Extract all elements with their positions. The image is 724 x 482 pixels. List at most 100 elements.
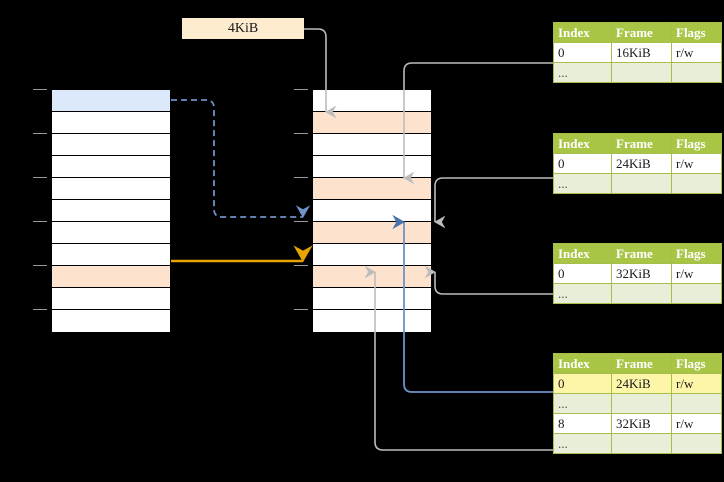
column-header-frame: Frame — [611, 243, 672, 264]
pmem-cell-row-8[interactable] — [313, 266, 431, 288]
vaddr-cell-tick-6 — [33, 221, 47, 222]
pmem-cell-row-10[interactable] — [313, 310, 431, 332]
cell-flags: r/w — [671, 373, 722, 394]
cell-flags — [671, 393, 722, 414]
vaddr-cell-row-6[interactable] — [52, 222, 170, 244]
cell-frame: 24KiB — [611, 373, 672, 394]
pmem-cell-row-4[interactable] — [313, 178, 431, 200]
vaddr-cell-row-8[interactable] — [52, 266, 170, 288]
pmem-cell-tick-4 — [294, 177, 308, 178]
pmem-cell-row-2[interactable] — [313, 134, 431, 156]
pmem-cell-row-6[interactable] — [313, 222, 431, 244]
wire-vaddr-blue-dashed — [171, 99, 311, 218]
vaddr-cell-tick-2 — [33, 133, 47, 134]
cell-flags — [671, 283, 722, 304]
table-row[interactable]: ... — [553, 62, 722, 83]
vaddr-cell-row-9[interactable] — [52, 288, 170, 310]
pmem-cell-tick-2 — [294, 133, 308, 134]
pmem-cell-row-5[interactable] — [313, 200, 431, 222]
table-row[interactable]: ... — [553, 173, 722, 194]
cell-index: ... — [553, 433, 612, 454]
vaddr-cell-row-0[interactable] — [52, 90, 170, 112]
vaddr-cell-row-5[interactable] — [52, 200, 170, 222]
cell-index: 8 — [553, 413, 612, 434]
vaddr-cell-row-4[interactable] — [52, 178, 170, 200]
cell-index: ... — [553, 393, 612, 414]
cell-frame — [611, 173, 672, 194]
cell-index: 0 — [553, 153, 612, 174]
cell-flags — [671, 62, 722, 83]
vaddr-cell-tick-0 — [33, 89, 47, 90]
vaddr-cell-tick-8 — [33, 265, 47, 266]
column-header-flags: Flags — [671, 353, 722, 374]
pmem-cell-tick-0 — [294, 89, 308, 90]
cell-flags: r/w — [671, 413, 722, 434]
column-header-flags: Flags — [671, 22, 722, 43]
vaddr-cell-row-2[interactable] — [52, 134, 170, 156]
table-row[interactable]: ... — [553, 393, 722, 414]
vaddr-cell-row-7[interactable] — [52, 244, 170, 266]
cell-flags: r/w — [671, 153, 722, 174]
cell-index: 0 — [553, 373, 612, 394]
vaddr-cell-row-3[interactable] — [52, 156, 170, 178]
pmem-cell-row-9[interactable] — [313, 288, 431, 310]
cell-index: ... — [553, 173, 612, 194]
table-row[interactable]: ... — [553, 433, 722, 454]
physical-memory-column — [312, 89, 432, 332]
cell-flags: r/w — [671, 263, 722, 284]
cell-index: 0 — [553, 263, 612, 284]
cell-frame — [611, 393, 672, 414]
pmem-cell-row-7[interactable] — [313, 244, 431, 266]
column-header-frame: Frame — [611, 133, 672, 154]
vaddr-cell-row-1[interactable] — [52, 112, 170, 134]
cell-frame: 24KiB — [611, 153, 672, 174]
pmem-cell-tick-10 — [294, 309, 308, 310]
table-row[interactable]: ... — [553, 283, 722, 304]
pmem-cell-row-0[interactable] — [313, 90, 431, 112]
wire-table1-to-frame — [434, 177, 553, 229]
column-header-flags: Flags — [671, 243, 722, 264]
column-header-index: Index — [553, 243, 612, 264]
vaddr-cell-row-10[interactable] — [52, 310, 170, 332]
pmem-cell-row-1[interactable] — [313, 112, 431, 134]
cell-frame — [611, 62, 672, 83]
cell-frame — [611, 433, 672, 454]
cell-flags — [671, 433, 722, 454]
pmem-cell-row-3[interactable] — [313, 156, 431, 178]
cell-frame — [611, 283, 672, 304]
column-header-frame: Frame — [611, 353, 672, 374]
virtual-address-column — [51, 89, 171, 332]
pmem-cell-tick-6 — [294, 221, 308, 222]
cell-frame: 32KiB — [611, 413, 672, 434]
column-header-index: Index — [553, 353, 612, 374]
column-header-flags: Flags — [671, 133, 722, 154]
wire-table2-to-frame — [424, 265, 553, 295]
pmem-cell-tick-8 — [294, 265, 308, 266]
size-label-4kib: 4KiB — [182, 18, 304, 39]
cell-frame: 32KiB — [611, 263, 672, 284]
cell-index: ... — [553, 283, 612, 304]
vaddr-cell-tick-10 — [33, 309, 47, 310]
cell-index: ... — [553, 62, 612, 83]
cell-flags: r/w — [671, 42, 722, 63]
column-header-index: Index — [553, 133, 612, 154]
cell-frame: 16KiB — [611, 42, 672, 63]
column-header-frame: Frame — [611, 22, 672, 43]
cell-flags — [671, 173, 722, 194]
vaddr-cell-tick-4 — [33, 177, 47, 178]
column-header-index: Index — [553, 22, 612, 43]
